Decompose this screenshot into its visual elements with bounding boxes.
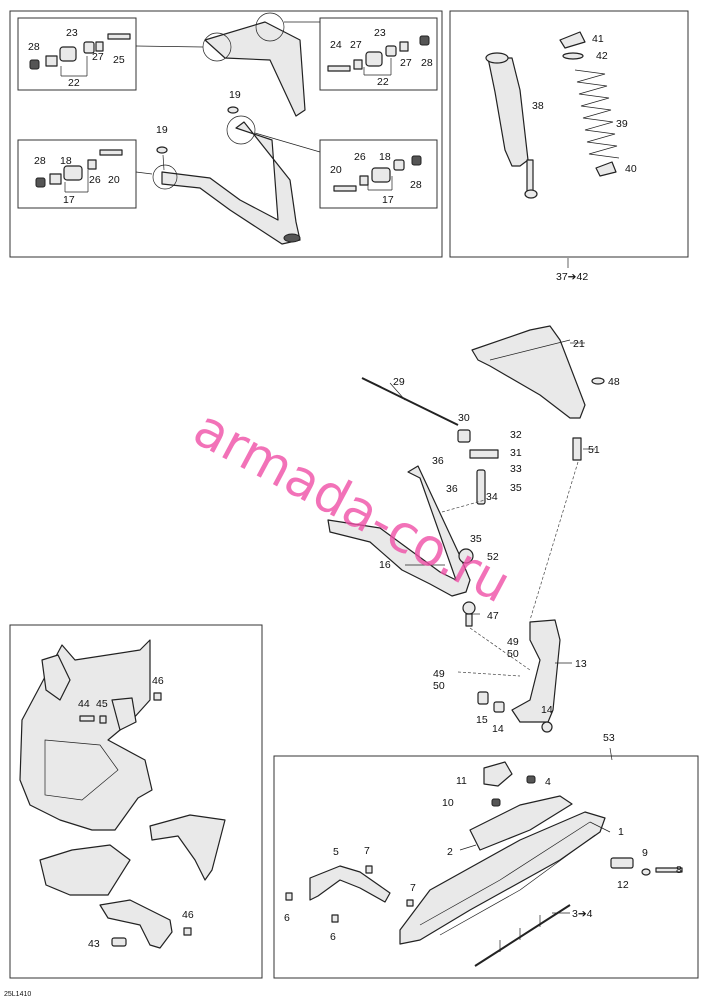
ski-runner: [474, 904, 571, 967]
label-17-a: 17: [63, 194, 75, 206]
label-19-a: 19: [229, 89, 241, 101]
label-35-a: 35: [510, 482, 522, 494]
label-21: 21: [573, 338, 585, 350]
label-1: 1: [618, 826, 624, 838]
ski-handle: [309, 865, 391, 903]
shock-absorber: [487, 57, 529, 167]
label-46-b: 46: [182, 909, 194, 921]
label-38: 38: [532, 100, 544, 112]
label-48: 48: [608, 376, 620, 388]
bushing-kit-lower-left: [35, 149, 123, 188]
bushing-kit-upper-right: [327, 35, 430, 72]
lower-a-arm: [161, 121, 301, 245]
label-5: 5: [333, 846, 339, 858]
label-27-b: 27: [350, 39, 362, 51]
label-22-b: 22: [377, 76, 389, 88]
ski-pivot-bracket: [469, 795, 573, 851]
label-10: 10: [442, 797, 454, 809]
label-20-a: 20: [108, 174, 120, 186]
label-29: 29: [393, 376, 405, 388]
label-52: 52: [487, 551, 499, 563]
label-50-a: 50: [507, 648, 519, 660]
label-6-b: 6: [330, 931, 336, 943]
label-11: 11: [456, 775, 467, 787]
label-13: 13: [575, 658, 587, 670]
label-18-a: 18: [60, 155, 72, 167]
reference-code: 25L1410: [4, 991, 31, 998]
label-23-b: 23: [374, 27, 386, 39]
label-30: 30: [458, 412, 470, 424]
label-40: 40: [625, 163, 637, 175]
upper-a-arm: [204, 21, 306, 117]
label-14-a: 14: [541, 704, 553, 716]
label-12: 12: [617, 879, 629, 891]
label-4-a: 4: [545, 776, 551, 788]
label-7-a: 7: [364, 845, 370, 857]
label-50-b: 50: [433, 680, 445, 692]
label-43: 43: [88, 938, 100, 950]
label-33: 33: [510, 463, 522, 475]
label-28-c: 28: [34, 155, 46, 167]
callout-labels: 28 23 27 25 22 24 27 23 27 28 22 19 19 2…: [28, 27, 682, 950]
label-51: 51: [588, 444, 600, 456]
label-36-a: 36: [432, 455, 444, 467]
label-31: 31: [510, 447, 522, 459]
front-suspension-assembly: [327, 325, 605, 733]
label-2: 2: [447, 846, 453, 858]
coil-spring: [574, 69, 620, 159]
label-19-b: 19: [156, 124, 168, 136]
label-24: 24: [330, 39, 342, 51]
label-25: 25: [113, 54, 125, 66]
label-8: 8: [676, 864, 682, 876]
label-6-a: 6: [284, 912, 290, 924]
label-27-a: 27: [92, 51, 104, 63]
label-range-37-42: 37➔42: [556, 271, 588, 283]
label-41: 41: [592, 33, 604, 45]
spindle: [511, 619, 561, 723]
frame-mounting-panel: [9, 624, 263, 979]
label-28-a: 28: [28, 41, 40, 53]
sway-bar: [361, 377, 459, 426]
label-7-b: 7: [410, 882, 416, 894]
label-15: 15: [476, 714, 488, 726]
callout-leaders: [60, 56, 613, 914]
label-range-3-4: 3➔4: [572, 908, 593, 920]
label-18-b: 18: [379, 151, 391, 163]
ski-panel: [273, 755, 699, 979]
label-22-a: 22: [68, 77, 80, 89]
label-14-b: 14: [492, 723, 504, 735]
label-35-b: 35: [470, 533, 482, 545]
frame-structure: [19, 639, 153, 831]
label-49-a: 49: [507, 636, 519, 648]
label-36-b: 36: [446, 483, 458, 495]
ski-pad: [483, 761, 513, 787]
label-26-a: 26: [89, 174, 101, 186]
label-47: 47: [487, 610, 499, 622]
label-32: 32: [510, 429, 522, 441]
shock-absorber-panel: [449, 10, 689, 268]
label-49-b: 49: [433, 668, 445, 680]
label-28-b: 28: [421, 57, 433, 69]
label-44: 44: [78, 698, 90, 710]
label-42: 42: [596, 50, 608, 62]
label-53: 53: [603, 732, 615, 744]
label-45: 45: [96, 698, 108, 710]
label-39: 39: [616, 118, 628, 130]
a-arm-detail-panel: [9, 10, 443, 258]
label-16: 16: [379, 559, 391, 571]
label-26-b: 26: [354, 151, 366, 163]
label-17-b: 17: [382, 194, 394, 206]
bushing-kit-lower-right: [333, 155, 422, 192]
label-23-a: 23: [66, 27, 78, 39]
label-27-c: 27: [400, 57, 412, 69]
label-34: 34: [486, 491, 498, 503]
label-46-a: 46: [152, 675, 164, 687]
bushing-kit-upper-left: [29, 33, 131, 70]
upper-a-arm-assembly: [471, 325, 586, 419]
label-28-d: 28: [410, 179, 422, 191]
label-9: 9: [642, 847, 648, 859]
label-20-b: 20: [330, 164, 342, 176]
